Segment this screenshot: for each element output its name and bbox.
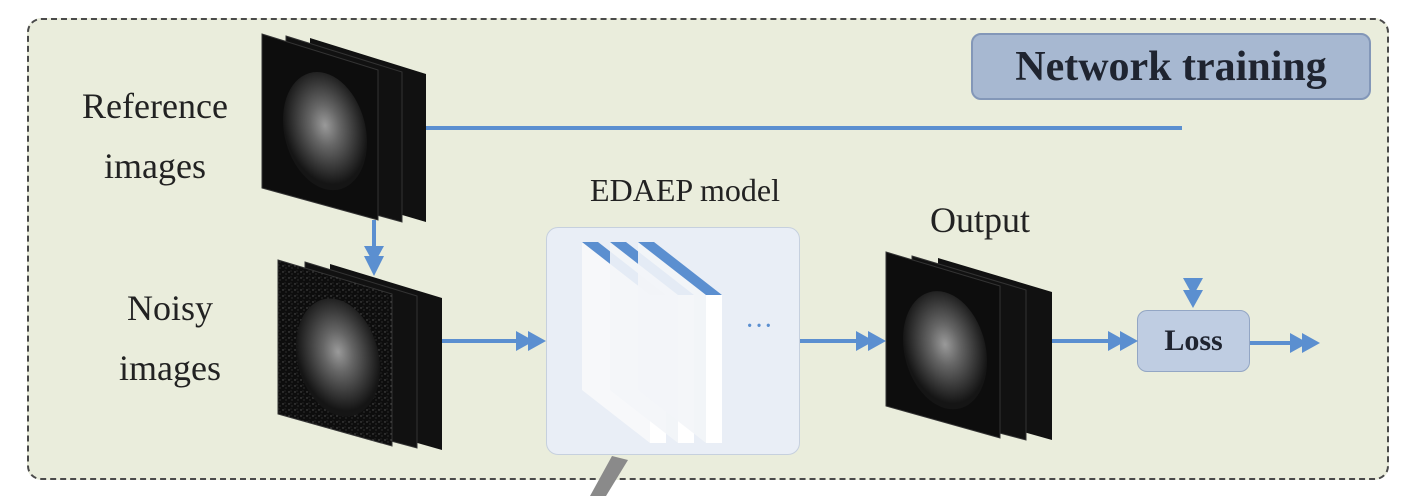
model-layers [582, 242, 722, 443]
noisy-image-stack [277, 259, 442, 450]
arrow-heads [364, 246, 1320, 353]
reference-images-label: Reference images [60, 76, 250, 196]
output-image-stack [885, 251, 1052, 441]
noisy-images-label: Noisy images [90, 278, 250, 398]
reference-image-stack [261, 33, 426, 223]
reference-label-line2: images [104, 146, 206, 186]
bottom-connector [590, 456, 628, 496]
output-label: Output [929, 200, 1030, 240]
loss-box: Loss [1137, 310, 1250, 372]
noisy-label-line2: images [119, 348, 221, 388]
edaep-model-label: EDAEP model [590, 172, 780, 208]
model-ellipsis: ··· [745, 311, 773, 342]
noisy-label-line1: Noisy [126, 288, 213, 328]
network-training-badge: Network training [971, 33, 1371, 100]
reference-label-line1: Reference [82, 86, 228, 126]
flow-arrows [372, 126, 1312, 345]
